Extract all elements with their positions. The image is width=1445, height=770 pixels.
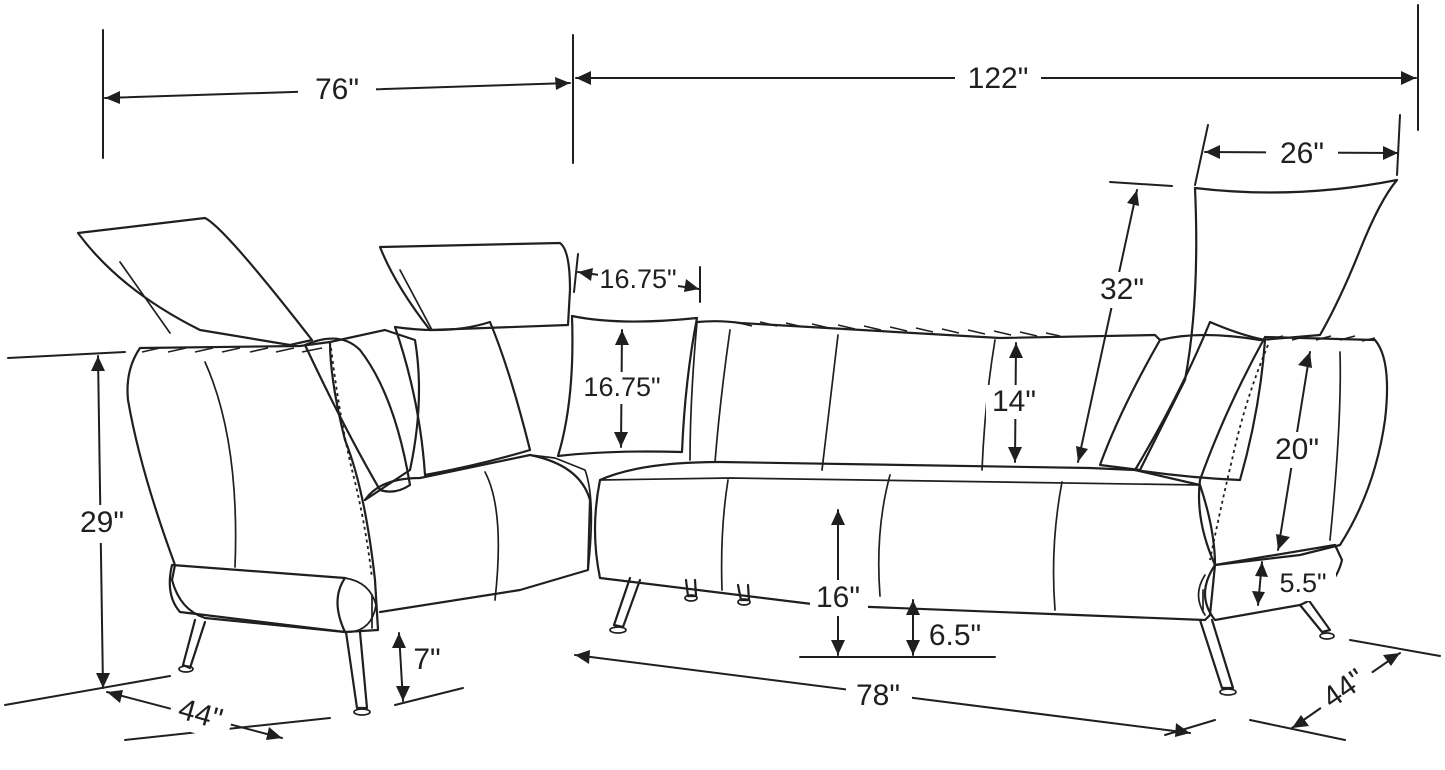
right-long-seat [593, 460, 1217, 622]
left-throw-pillow [303, 337, 412, 493]
right-back [695, 320, 1162, 342]
label-total-width: 122" [968, 62, 1029, 95]
left-front-leg-1 [181, 618, 207, 670]
right-square-pillow [1133, 320, 1267, 482]
right-front-leg-1 [612, 576, 642, 629]
corner-pillow [556, 314, 699, 458]
label-leg-height: 7" [413, 643, 440, 676]
left-square-pillow [393, 320, 532, 477]
left-front-leg-2 [344, 630, 369, 710]
right-back-leg-2 [736, 583, 751, 602]
label-seat-height: 16" [816, 581, 860, 614]
right-arm-stitching [1267, 335, 1376, 342]
label-arm-base: 5.5" [1279, 568, 1326, 598]
right-headrest [1098, 178, 1399, 472]
right-back-leg-1 [684, 578, 698, 598]
right-back-stitching [734, 321, 1061, 337]
label-backrest-height: 32" [1100, 273, 1144, 306]
left-arm-roll [168, 563, 347, 634]
label-backrest-width: 26" [1280, 137, 1324, 170]
label-pillow-height: 16.75" [583, 372, 660, 402]
dimension-lines [4, 4, 1441, 741]
right-arm [1197, 335, 1389, 567]
label-depth-left: 44" [175, 693, 226, 737]
middle-headrest [378, 241, 572, 332]
label-total-height: 29" [80, 506, 124, 539]
left-arm-stitching [141, 347, 323, 353]
left-headrest [76, 216, 314, 347]
sofa-illustration [76, 178, 1399, 716]
dimension-labels: 76" 122" 26" 32" 16.75" 16.75" 14" 20" 5… [70, 60, 1382, 743]
right-front-leg-3 [1298, 600, 1332, 634]
label-pillow-width: 16.75" [599, 264, 676, 294]
label-leg-clearance: 6.5" [929, 619, 981, 652]
dim-line-32 [1077, 189, 1138, 463]
label-seat-length: 78" [856, 679, 900, 712]
right-front-leg-2 [1198, 618, 1235, 690]
label-arm-height: 20" [1275, 433, 1319, 466]
label-left-width: 76" [315, 73, 359, 106]
left-back-cushion [328, 328, 421, 502]
label-back-height: 14" [992, 385, 1036, 418]
